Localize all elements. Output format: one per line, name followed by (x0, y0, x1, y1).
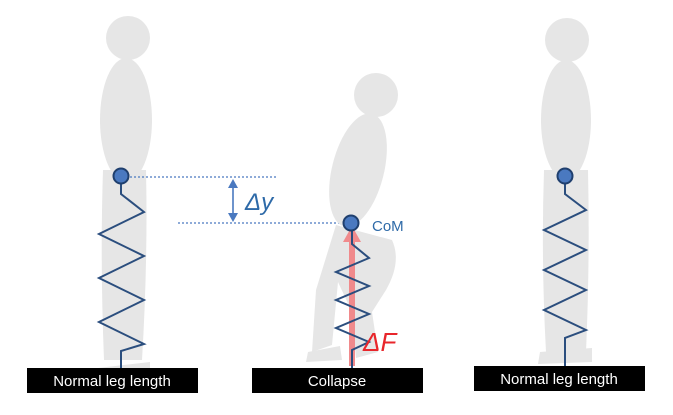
silhouette-right (538, 18, 592, 364)
base-label-left: Normal leg length (53, 373, 171, 390)
force-arrow-shaft (349, 236, 355, 366)
base-bar-right (474, 366, 645, 391)
delta-y-label: Δy (244, 189, 275, 216)
com-marker-middle (342, 214, 360, 232)
delta-y-arrow-head-down (228, 213, 238, 222)
base-bar-left (27, 368, 198, 393)
figure-middle: CoM ΔF Collapse (252, 73, 423, 393)
base-bar-middle (252, 368, 423, 393)
silhouette-middle (306, 73, 398, 362)
delta-y-indicator: Δy (130, 176, 341, 224)
spring-right (541, 183, 589, 366)
spring-left (96, 183, 147, 368)
delta-f-label: ΔF (362, 327, 398, 357)
base-label-middle: Collapse (308, 373, 366, 390)
com-marker-left (112, 167, 130, 185)
spring-middle (333, 230, 372, 368)
com-marker-right (556, 167, 574, 185)
com-label: CoM (372, 218, 404, 235)
base-label-right: Normal leg length (500, 371, 618, 388)
figure-right: Normal leg length (474, 18, 645, 391)
delta-y-arrow-head-up (228, 179, 238, 188)
figure-left: Normal leg length (27, 16, 198, 393)
